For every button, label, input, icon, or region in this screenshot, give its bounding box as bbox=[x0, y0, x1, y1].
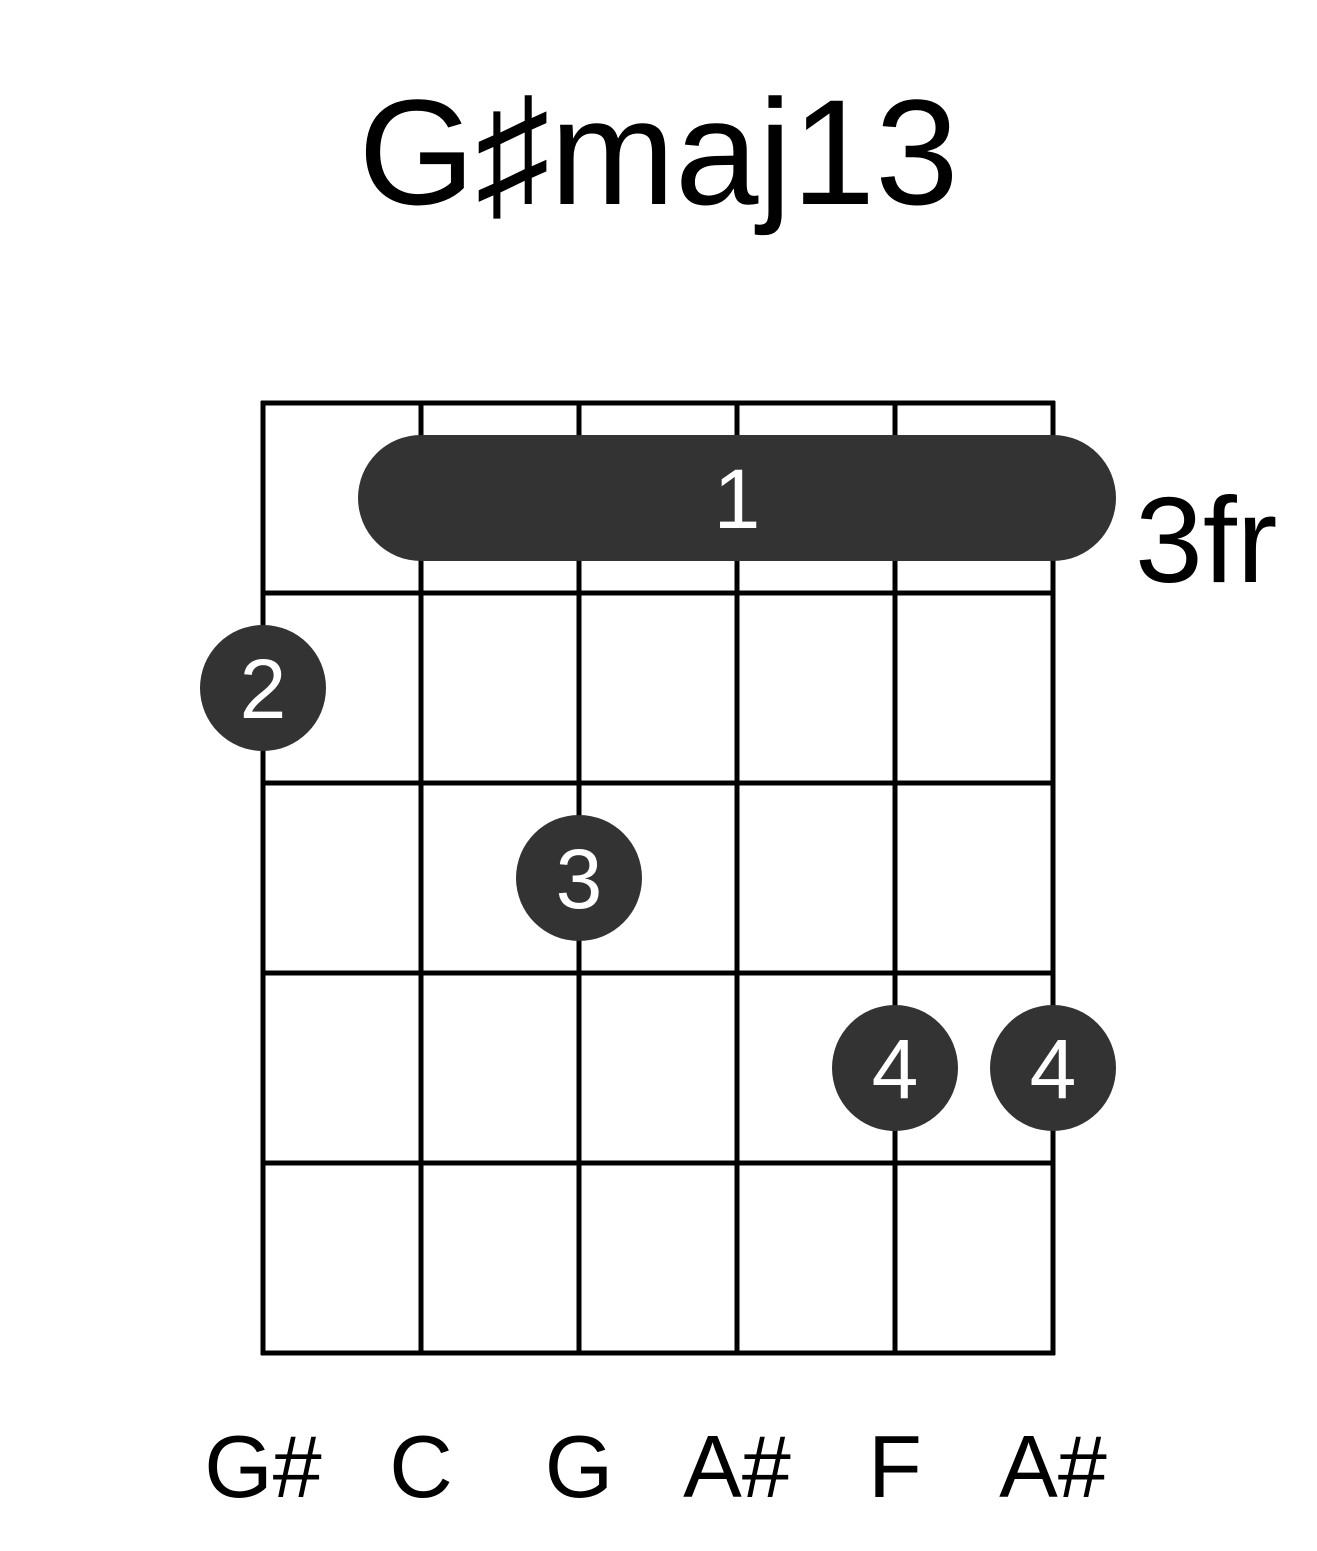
finger-dot-2 bbox=[516, 815, 642, 941]
finger-dot-label-1: 2 bbox=[240, 642, 287, 736]
fret-position-label: 3fr bbox=[1135, 472, 1277, 608]
finger-dot-4 bbox=[990, 1005, 1116, 1131]
string-note-2: C bbox=[389, 1417, 453, 1516]
chord-title: G♯maj13 bbox=[358, 68, 959, 236]
finger-markers: 1 2 3 4 4 bbox=[200, 435, 1116, 1131]
string-note-6: A# bbox=[999, 1417, 1107, 1516]
finger-dot-label-3: 4 bbox=[872, 1022, 919, 1116]
finger-dot-label-4: 4 bbox=[1030, 1022, 1077, 1116]
barre-finger-label: 1 bbox=[714, 452, 761, 546]
string-note-5: F bbox=[868, 1417, 922, 1516]
string-note-4: A# bbox=[683, 1417, 791, 1516]
finger-dot-3 bbox=[832, 1005, 958, 1131]
string-note-1: G# bbox=[204, 1417, 321, 1516]
finger-dot-1 bbox=[200, 625, 326, 751]
barre-marker bbox=[358, 435, 1116, 561]
string-note-3: G bbox=[545, 1417, 613, 1516]
finger-dot-label-2: 3 bbox=[556, 832, 603, 926]
